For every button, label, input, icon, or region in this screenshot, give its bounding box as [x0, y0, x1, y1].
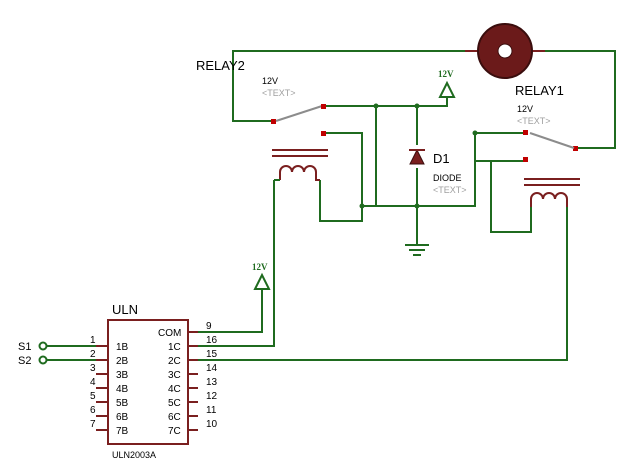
power-arrow-top: 12V	[438, 69, 456, 98]
uln-pin-number: 12	[206, 391, 218, 402]
s2-terminal-icon[interactable]	[38, 355, 48, 365]
uln-pin-number: 15	[206, 349, 218, 360]
diode-icon	[409, 148, 425, 165]
power-arrow-top-icon	[438, 80, 456, 98]
relay2-coil-icon	[279, 165, 320, 181]
s1-label: S1	[18, 341, 31, 353]
relay1-arm	[529, 132, 575, 149]
wire-coil1-drive	[198, 207, 568, 361]
uln-pin-number: 10	[206, 419, 218, 430]
wire-bus-down	[362, 106, 377, 207]
uln-pin-number: 4	[90, 377, 96, 388]
diode-text: <TEXT>	[433, 185, 467, 195]
uln2003a-chip: ULN ULN2003A COM 9 1 1B 2 2B 3 3B 4 4B 5 5B 6 6B 7 7B…	[90, 302, 218, 460]
wire-motor-left	[232, 50, 465, 122]
wire-12v-bus	[326, 97, 448, 107]
s2-label: S2	[18, 355, 31, 367]
uln-pin-name: 6B	[116, 412, 129, 423]
relay2-pin-common	[271, 119, 276, 124]
ground-symbol	[405, 244, 429, 256]
junction	[414, 103, 420, 109]
uln-pin-name: 1C	[168, 342, 181, 353]
uln-pin-number: 1	[90, 335, 96, 346]
relay2-coil: RELAY2 12V <TEXT>	[196, 58, 328, 181]
uln-pin-number: 6	[90, 405, 96, 416]
uln-pin-name: 2B	[116, 356, 129, 367]
uln-pin-number: 7	[90, 419, 96, 430]
junction	[373, 103, 379, 109]
drive-wires	[198, 180, 568, 361]
relay2-text: <TEXT>	[262, 88, 296, 98]
uln-ref: ULN	[112, 302, 138, 317]
relay1-switch	[523, 130, 578, 162]
uln-pin-name: 4B	[116, 384, 129, 395]
wire-com	[198, 289, 263, 333]
relay1-name: RELAY1	[515, 83, 564, 98]
power-arrow-uln-icon	[253, 272, 271, 290]
s1-terminal-icon[interactable]	[38, 341, 48, 351]
uln-body	[107, 319, 189, 445]
diode-value: DIODE	[433, 173, 462, 183]
relay2-switch	[271, 104, 326, 136]
relay1-value: 12V	[517, 104, 533, 114]
relay2-pin-nc	[321, 131, 326, 136]
wire-motor-right	[545, 50, 616, 149]
uln-com-pin-num: 9	[206, 321, 212, 332]
relay1-pin-no	[523, 130, 528, 135]
relay2-pin-no	[321, 104, 326, 109]
relay1-coil-icon	[530, 192, 568, 207]
wire-coil1-return	[490, 161, 532, 233]
motor-hub	[497, 43, 513, 59]
uln-left-pins: 1 1B 2 2B 3 3B 4 4B 5 5B 6 6B 7 7B	[90, 335, 129, 437]
relay2-name: RELAY2	[196, 58, 245, 73]
junction	[359, 203, 365, 209]
uln-pin-number: 5	[90, 391, 96, 402]
relay1-pin-common	[573, 146, 578, 151]
diode-d1: D1 DIODE <TEXT>	[409, 148, 467, 195]
uln-pin-number: 13	[206, 377, 218, 388]
power-arrow-uln: 12V	[252, 262, 271, 290]
uln-pin-number: 14	[206, 363, 218, 374]
uln-pin-number: 3	[90, 363, 96, 374]
uln-pin-name: 3C	[168, 370, 181, 381]
wire-coil2-return	[319, 180, 363, 222]
bus-wires	[319, 97, 532, 245]
uln-pin-name: 1B	[116, 342, 129, 353]
uln-pin-name: 5B	[116, 398, 129, 409]
motor	[465, 23, 545, 79]
uln-pin-number: 2	[90, 349, 96, 360]
uln-com-label: COM	[158, 328, 181, 339]
power-uln-label: 12V	[252, 262, 268, 272]
relay1-pin-nc	[523, 157, 528, 162]
input-terminals: S1 S2	[18, 341, 96, 367]
uln-pin-name: 7C	[168, 426, 181, 437]
uln-pin-number: 11	[206, 405, 217, 416]
motor-wires	[232, 50, 616, 149]
relay1-text: <TEXT>	[517, 116, 551, 126]
relay1-coil: RELAY1 12V <TEXT>	[515, 83, 580, 207]
diode-ref: D1	[433, 151, 450, 166]
junction	[472, 130, 478, 136]
uln-pin-name: 5C	[168, 398, 181, 409]
junction	[414, 203, 420, 209]
uln-pin-name: 3B	[116, 370, 129, 381]
power-top-label: 12V	[438, 69, 454, 79]
uln-right-pins: 16 1C 15 2C 14 3C 13 4C 12 5C 11 6C 10 7C	[168, 335, 218, 437]
uln-pin-name: 2C	[168, 356, 181, 367]
wire-coil2-drive	[198, 180, 275, 347]
relay2-value: 12V	[262, 76, 278, 86]
uln-pin-name: 7B	[116, 426, 129, 437]
wire-relay2-nc	[326, 132, 363, 206]
uln-pin-name: 4C	[168, 384, 181, 395]
uln-part: ULN2003A	[112, 450, 156, 460]
relay2-arm	[275, 105, 323, 122]
uln-pin-name: 6C	[168, 412, 181, 423]
uln-pin-number: 16	[206, 335, 218, 346]
wire-relay1-no	[362, 132, 523, 207]
